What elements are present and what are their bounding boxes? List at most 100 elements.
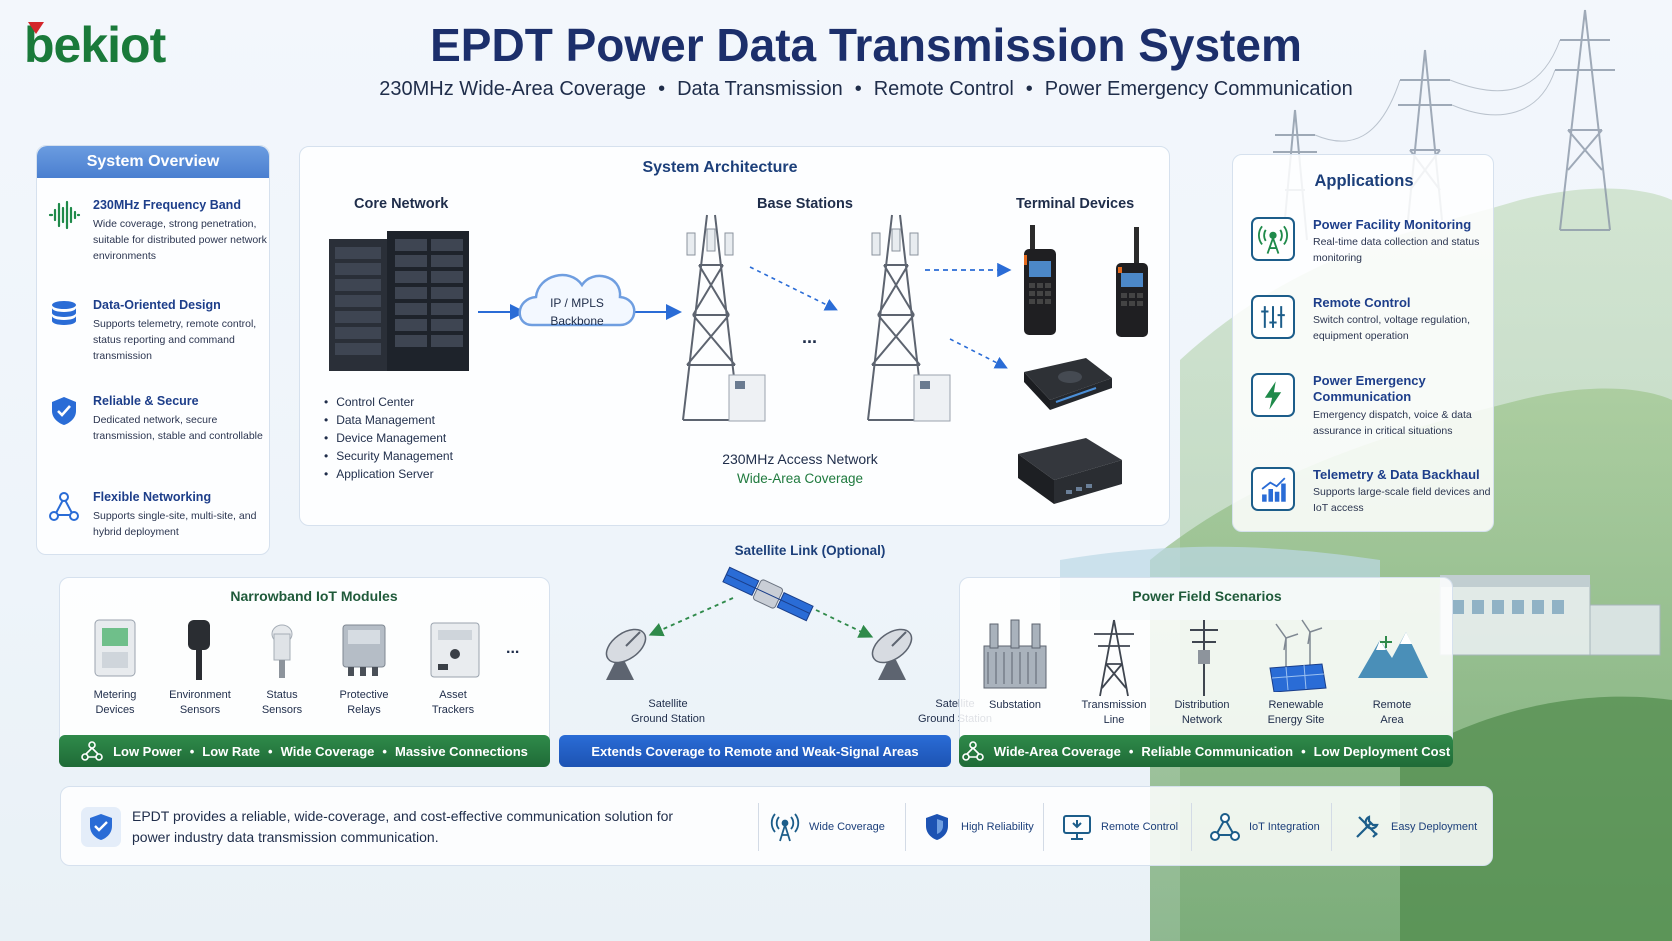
- network-nodes-icon: [49, 492, 79, 521]
- iot-nodes-icon: [81, 741, 103, 761]
- feature-label: Remote Control: [1101, 821, 1179, 833]
- tools-icon: [1356, 815, 1379, 838]
- power-scenarios-title: Power Field Scenarios: [1132, 588, 1282, 604]
- handheld-radio-2: [1116, 227, 1148, 337]
- substation-image: [983, 619, 1047, 689]
- core-network-label: Core Network: [354, 196, 449, 212]
- subtitle-part: 230MHz Wide-Area Coverage: [379, 78, 647, 100]
- satellite-coverage-bar: Extends Coverage to Remote and Weak-Sign…: [559, 735, 951, 767]
- satellite-icon: [722, 566, 814, 622]
- gateway-box-device: [1018, 438, 1122, 504]
- feature-iot-integration: IoT Integration: [1209, 787, 1320, 867]
- iot-features-bar: Low Power• Low Rate• Wide Coverage• Mass…: [59, 735, 550, 767]
- feature-wide-coverage: Wide Coverage: [769, 787, 885, 867]
- overview-item-desc: Wide coverage, strong penetration, suita…: [93, 218, 267, 262]
- bar-chart-icon: [1251, 467, 1295, 511]
- cloud-shape: [518, 273, 636, 327]
- scenario-label-line2: Line: [1103, 714, 1125, 726]
- environment-sensor-image: [188, 620, 210, 680]
- subtitle-separator: •: [854, 78, 862, 100]
- access-network-subtitle: Wide-Area Coverage: [736, 471, 864, 486]
- cloud-label-line1: IP / MPLS: [550, 296, 604, 310]
- scenario-label-line2: Network: [1181, 714, 1223, 726]
- module-label-line1: Metering: [93, 689, 137, 701]
- scenario-nodes-icon: [961, 741, 984, 761]
- svg-text:bekiot: bekiot: [24, 18, 167, 70]
- shield-check-icon: [52, 397, 76, 425]
- app-item-title: Power Facility Monitoring: [1313, 217, 1472, 232]
- architecture-title: System Architecture: [642, 159, 798, 176]
- bar-text: Wide-Area Coverage: [993, 743, 1121, 759]
- bar-text: Wide Coverage: [280, 743, 375, 759]
- applications-title: Applications: [1314, 172, 1414, 190]
- footer-divider: [758, 803, 759, 851]
- module-label-line1: Protective: [339, 689, 389, 701]
- feature-label: Wide Coverage: [809, 821, 885, 833]
- module-label-line1: Asset: [439, 689, 467, 701]
- subtitle-separator: •: [1025, 78, 1033, 100]
- module-label-line2: Relays: [347, 704, 381, 716]
- shield-icon: [926, 814, 948, 840]
- scenario-label-line1: Substation: [989, 699, 1041, 711]
- module-label-line1: Status: [266, 689, 298, 701]
- bar-separator: •: [1301, 743, 1306, 759]
- feature-label: High Reliability: [961, 821, 1034, 833]
- scenario-label-line2: Area: [1380, 714, 1404, 726]
- base-station-tower-1: [682, 214, 766, 422]
- overview-item-title: Reliable & Secure: [93, 394, 199, 408]
- status-sensor-image: [271, 624, 293, 678]
- distribution-network-image: [1190, 620, 1218, 696]
- bar-text: Low Deployment Cost: [1313, 743, 1451, 759]
- satellite-diagram: [605, 566, 913, 680]
- bar-text: Low Power: [113, 743, 182, 759]
- access-network-title: 230MHz Access Network: [722, 451, 878, 467]
- feature-remote-control: Remote Control: [1061, 787, 1178, 867]
- module-label-line2: Sensors: [261, 704, 303, 716]
- lightning-icon: [1251, 373, 1295, 417]
- feature-high-reliability: High Reliability: [921, 787, 1034, 867]
- base-station-tower-2: [867, 214, 951, 422]
- overview-item-desc: Supports single-site, multi-site, and hy…: [93, 510, 257, 538]
- transmission-line-image: [1094, 619, 1134, 697]
- module-label-line2: Sensors: [179, 704, 221, 716]
- bullet-item: Security Management: [324, 447, 453, 465]
- page-subtitle: 230MHz Wide-Area Coverage•Data Transmiss…: [0, 78, 1672, 101]
- bullet-item: Data Management: [324, 411, 453, 429]
- subtitle-part: Remote Control: [873, 78, 1014, 100]
- module-label-line2: Trackers: [431, 704, 475, 716]
- renewable-energy-image: [1269, 619, 1327, 692]
- cloud-label-line2: Backbone: [550, 314, 604, 328]
- app-item-desc: Supports large-scale field devices and I…: [1313, 486, 1491, 514]
- towers-ellipsis: ...: [802, 327, 818, 347]
- overview-item-desc: Dedicated network, secure transmission, …: [93, 414, 263, 442]
- footer-text: EPDT provides a reliable, wide-coverage,…: [132, 808, 674, 845]
- core-network-bullets: Control Center Data Management Device Ma…: [324, 393, 453, 483]
- app-item-title: Power Emergency Communication: [1313, 373, 1426, 404]
- monitor-icon: [1063, 815, 1091, 840]
- station-label-line2: Ground Station: [631, 713, 705, 725]
- bar-text: Massive Connections: [394, 743, 528, 759]
- footer-divider: [1043, 803, 1044, 851]
- bar-separator: •: [382, 743, 387, 759]
- database-icon: [52, 301, 76, 325]
- bar-separator: •: [189, 743, 195, 759]
- footer-divider: [1331, 803, 1332, 851]
- applications-panel: Applications Power Facility Monitoring R…: [1232, 154, 1494, 532]
- asset-tracker-image: [430, 622, 480, 678]
- module-label-line1: Environment: [169, 689, 231, 701]
- cloud-label: IP / MPLS Backbone: [536, 294, 618, 330]
- antenna-tower-icon: [1251, 217, 1295, 261]
- system-architecture-panel: System Architecture Core Network Base St…: [299, 146, 1170, 526]
- connection-arrows: [478, 262, 1012, 369]
- app-item-desc: Real-time data collection and status mon…: [1313, 236, 1480, 264]
- app-item-desc: Emergency dispatch, voice & data assuran…: [1313, 409, 1472, 437]
- module-label-line2: Devices: [95, 704, 135, 716]
- handheld-radio-1: [1024, 225, 1056, 335]
- bullet-item: Device Management: [324, 429, 453, 447]
